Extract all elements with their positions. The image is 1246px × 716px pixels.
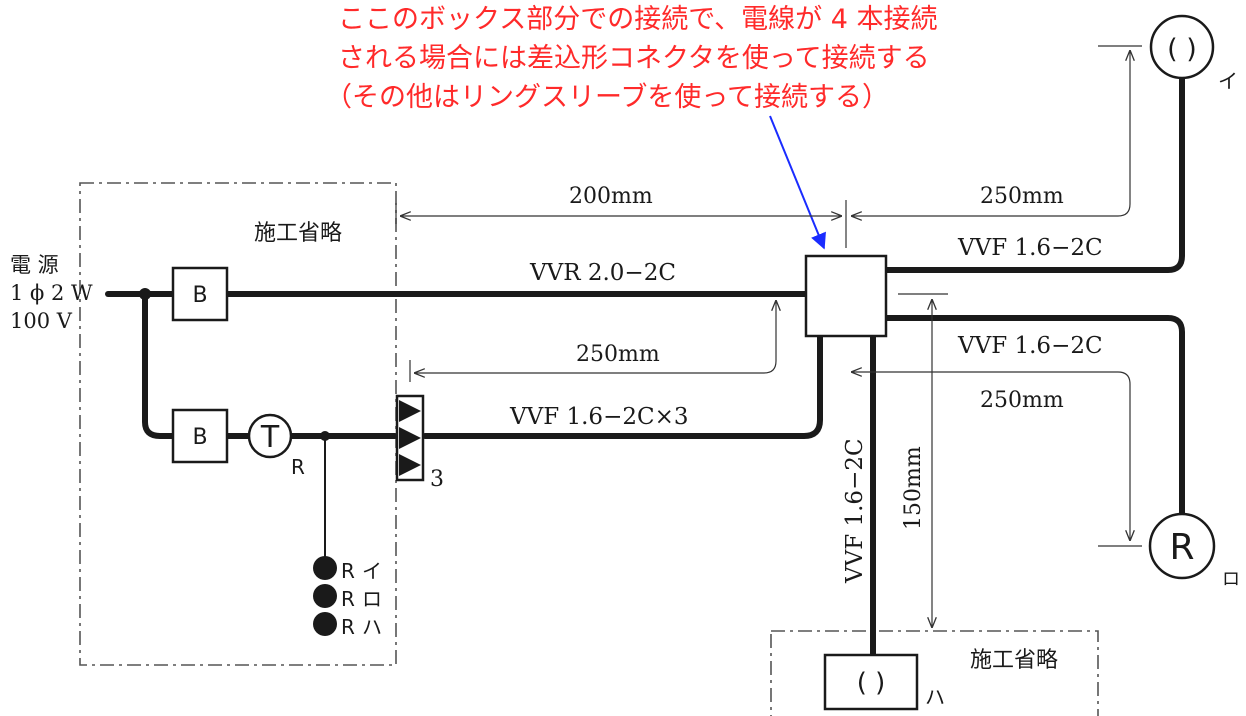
remote-switch-symbol-3: R xyxy=(341,615,355,639)
breaker-bottom xyxy=(171,408,229,464)
cable-main-label: VVR 2.0−2C xyxy=(529,260,676,286)
junction-box xyxy=(804,254,888,338)
omitted-region-left xyxy=(79,182,397,666)
remote-switch-symbol-1: R xyxy=(341,559,355,583)
power-source-label: 電 源 1 ϕ 2 W 100 V xyxy=(10,253,93,333)
branch-down-wire xyxy=(142,291,398,439)
lamp-ha-symbol xyxy=(823,653,919,711)
remote-switch-tag-2: ロ xyxy=(362,587,382,611)
dimension-150-label: 150mm xyxy=(901,446,926,530)
transformer-sub-label: R xyxy=(291,455,305,479)
remote-switch-dot-1 xyxy=(313,556,337,580)
source-line-3: 100 V xyxy=(10,309,73,333)
box-to-lamp-ro-wire xyxy=(883,315,1185,521)
lamp-ro-symbol-label: R xyxy=(1169,527,1194,568)
box-to-lamp-i-wire xyxy=(883,75,1185,273)
omitted-label-bottom: 施工省略 xyxy=(970,648,1058,673)
remote-switch-tag-1: イ xyxy=(362,559,382,583)
annotation-note: ここのボックス部分での接続で、電線が 4 本接続 される場合には差込形コネクタを… xyxy=(325,4,937,113)
dimension-150 xyxy=(898,293,948,628)
lamp-ha-symbol-label: ( ) xyxy=(857,668,886,698)
relay-count-label: 3 xyxy=(430,467,444,492)
cable-to-i-label: VVF 1.6−2C xyxy=(957,235,1103,261)
remote-switch-group: R イ R ロ R ハ xyxy=(313,556,382,639)
dimension-250-left xyxy=(409,300,776,382)
remote-switch-tag-3: ハ xyxy=(362,615,382,639)
breaker-bottom-label: B xyxy=(192,425,207,450)
annotation-line-1: ここのボックス部分での接続で、電線が 4 本接続 xyxy=(338,4,937,35)
breaker-top xyxy=(171,266,229,322)
lamp-i-tag: イ xyxy=(1218,69,1238,93)
dimension-250-right-label: 250mm xyxy=(980,388,1064,413)
transformer-label: T xyxy=(260,420,280,455)
source-line-1: 電 源 xyxy=(10,253,59,277)
lamp-ro-symbol xyxy=(1148,512,1216,580)
annotation-line-2: される場合には差込形コネクタを使って接続する xyxy=(338,43,930,74)
annotation-pointer-arrow xyxy=(769,115,826,250)
omitted-region-bottom xyxy=(770,630,1099,716)
dimension-250-right xyxy=(851,372,1142,547)
source-line-2: 1 ϕ 2 W xyxy=(10,281,93,305)
cable-to-ha-label: VVF 1.6−2C xyxy=(842,438,868,584)
lamp-i-symbol-label: ( ) xyxy=(1167,34,1197,65)
dimension-250-left-label: 250mm xyxy=(576,342,660,367)
dimension-250-top-label: 250mm xyxy=(980,184,1064,209)
junction-dot-switch xyxy=(320,431,330,441)
relay-block xyxy=(395,394,425,482)
cable-relay-label: VVF 1.6−2C×3 xyxy=(509,404,688,430)
transformer-symbol xyxy=(247,413,293,459)
junction-dot-main xyxy=(139,288,151,300)
dimension-200-label: 200mm xyxy=(569,184,653,209)
omitted-label-left: 施工省略 xyxy=(254,221,342,246)
lamp-ha-tag: ハ xyxy=(925,685,945,709)
cable-to-ro-label: VVF 1.6−2C xyxy=(957,333,1103,359)
remote-switch-symbol-2: R xyxy=(341,587,355,611)
lamp-i-symbol xyxy=(1149,14,1215,80)
dimension-200 xyxy=(395,200,847,248)
lamp-ro-tag: ロ xyxy=(1222,569,1240,590)
relay-to-box-wire xyxy=(422,333,823,439)
dimension-250-top xyxy=(851,45,1142,216)
breaker-top-label: B xyxy=(192,283,207,308)
annotation-line-3: （その他はリングスリーブを使って接続する） xyxy=(325,82,889,113)
remote-switch-dot-3 xyxy=(313,612,337,636)
remote-switch-dot-2 xyxy=(313,584,337,608)
